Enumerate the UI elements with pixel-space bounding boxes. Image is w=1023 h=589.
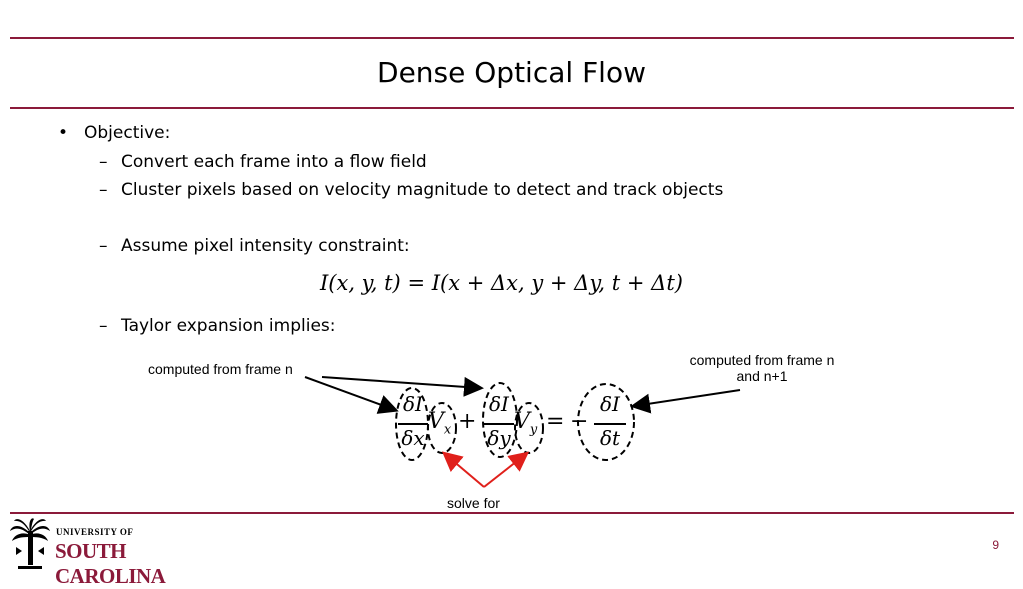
velocity-y-subscript: y: [529, 422, 538, 438]
dash-mark: –: [99, 152, 108, 172]
arrow-solve-to-vy: [483, 451, 530, 488]
arrow-left-to-dIdx: [304, 376, 399, 414]
intensity-equation: I(x, y, t) = I(x + Δx, y + Δy, t + Δt): [320, 271, 683, 295]
velocity-x-symbol: V: [428, 409, 444, 434]
ellipse-dIdx: [395, 387, 429, 461]
title-rule: [10, 107, 1014, 109]
annotation-left: computed from frame n: [148, 361, 293, 377]
equation-rhs: I(x + Δx, y + Δy, t + Δt): [431, 271, 683, 295]
annotation-bottom: solve for: [447, 495, 500, 511]
plus-sign: +: [458, 409, 477, 434]
sub-bullet-3: –Assume pixel intensity constraint:: [99, 236, 410, 256]
sub-bullet-2-text: Cluster pixels based on velocity magnitu…: [121, 180, 724, 200]
equation-annotations: [304, 376, 741, 488]
fraction-1-denominator: δx: [401, 426, 425, 450]
fraction-3-bar: [594, 423, 626, 425]
logo-line-1: UNIVERSITY OF: [56, 527, 134, 537]
dash-mark: –: [99, 236, 108, 256]
slide-title: Dense Optical Flow: [377, 56, 646, 89]
arrow-left-to-dIdy: [321, 376, 484, 397]
university-logo: UNIVERSITY OF SOUTH CAROLINA: [8, 517, 228, 588]
dash-mark: –: [99, 180, 108, 200]
equation-equals: =: [407, 271, 426, 295]
ellipse-vy: [514, 402, 544, 454]
page-number: 9: [992, 538, 999, 552]
fraction-2-bar: [484, 423, 514, 425]
ellipse-dIdy: [482, 382, 518, 458]
arrow-right-to-dIdt: [630, 389, 741, 414]
velocity-x: Vx: [428, 409, 451, 437]
fraction-2-numerator: δI: [489, 392, 509, 416]
footer-rule: [10, 512, 1014, 514]
annotation-right: computed from frame n and n+1: [672, 352, 852, 384]
arrow-solve-to-vx: [441, 451, 485, 488]
sub-bullet-1: –Convert each frame into a flow field: [99, 152, 427, 172]
ellipse-dIdt: [577, 383, 635, 461]
fraction-1-numerator: δI: [403, 392, 423, 416]
equation-lhs: I(x, y, t): [320, 271, 401, 295]
sub-bullet-1-text: Convert each frame into a flow field: [121, 152, 427, 172]
top-rule: [10, 37, 1014, 39]
minus-sign: −: [570, 409, 589, 434]
sub-bullet-3-text: Assume pixel intensity constraint:: [121, 236, 410, 256]
fraction-2-denominator: δy: [487, 426, 511, 450]
ellipse-vx: [427, 402, 457, 454]
dash-mark: –: [99, 316, 108, 336]
sub-bullet-4-text: Taylor expansion implies:: [121, 316, 336, 336]
sub-bullet-2: –Cluster pixels based on velocity magnit…: [99, 180, 723, 200]
equals-sign: =: [546, 409, 565, 434]
sub-bullet-4: –Taylor expansion implies:: [99, 316, 336, 336]
annotation-right-line2: and n+1: [736, 368, 788, 384]
fraction-3-denominator: δt: [599, 426, 621, 450]
bullet-dot: •: [58, 123, 69, 143]
fraction-3-numerator: δI: [600, 392, 620, 416]
logo-line-2: SOUTH CAROLINA: [55, 539, 166, 588]
bullet-objective: • Objective:: [58, 123, 170, 143]
annotation-right-line1: computed from frame n: [689, 352, 835, 368]
velocity-x-subscript: x: [443, 422, 452, 438]
fraction-1-bar: [398, 423, 428, 425]
palmetto-tree-icon: [10, 518, 50, 569]
bullet-objective-text: Objective:: [84, 123, 171, 143]
